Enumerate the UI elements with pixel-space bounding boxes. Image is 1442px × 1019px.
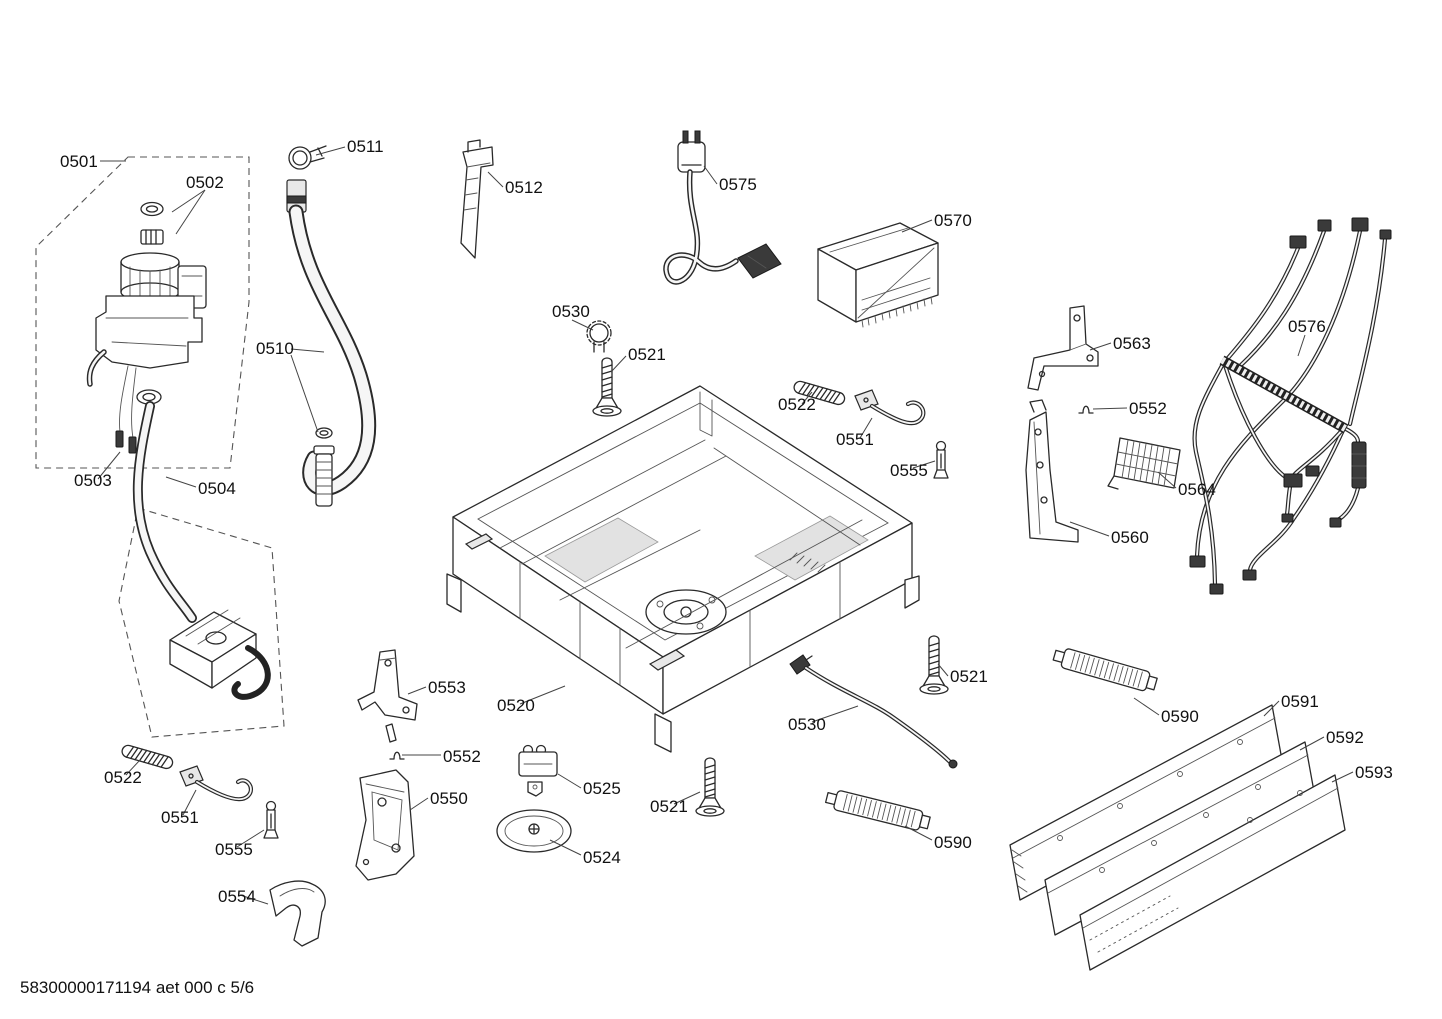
- part-0511-clamp: [288, 145, 327, 170]
- part-label-0524: 0524: [583, 848, 621, 867]
- part-0521-screw-bottom: [695, 757, 725, 817]
- part-label-0564: 0564: [1178, 480, 1216, 499]
- part-0520-base-pan: [446, 385, 920, 753]
- part-0552-grommet-left: [389, 751, 405, 760]
- part-label-0551-a: 0551: [836, 430, 874, 449]
- part-0551-switch-bottom: [179, 765, 254, 802]
- part-0552-grommet-right: [1078, 405, 1094, 414]
- part-0521-screw-right: [919, 635, 949, 695]
- part-label-0554: 0554: [218, 887, 256, 906]
- part-label-0510: 0510: [256, 339, 294, 358]
- part-aquastop-hose-pump: [138, 406, 271, 700]
- part-label-0575: 0575: [719, 175, 757, 194]
- part-0512-bracket: [460, 139, 494, 259]
- part-label-0592: 0592: [1326, 728, 1364, 747]
- part-label-0501: 0501: [60, 152, 98, 171]
- part-0576-wiring-harness: [1189, 217, 1392, 595]
- part-label-0520: 0520: [497, 696, 535, 715]
- part-label-0591: 0591: [1281, 692, 1319, 711]
- part-label-0525: 0525: [583, 779, 621, 798]
- part-0521-screw-top: [592, 357, 622, 417]
- part-0550-bracket: [355, 769, 415, 881]
- part-0551-switch-top: [854, 389, 926, 426]
- part-0510-hose: [286, 179, 369, 507]
- part-label-0570: 0570: [934, 211, 972, 230]
- part-0590-rail-right: [1051, 644, 1159, 695]
- part-0560-bracket: [1025, 399, 1079, 543]
- part-0555-latch-top: [933, 440, 949, 479]
- part-0530-cap: [586, 320, 612, 353]
- part-0525-switch: [518, 744, 558, 797]
- part-label-0590-b: 0590: [934, 833, 972, 852]
- leader-lines: [97, 146, 1354, 905]
- part-0553-bracket: [357, 649, 418, 743]
- part-0570-control-module: [817, 222, 939, 328]
- part-label-0576: 0576: [1288, 317, 1326, 336]
- part-label-0521-c: 0521: [650, 797, 688, 816]
- part-label-0521-a: 0521: [628, 345, 666, 364]
- part-0563-bracket: [1027, 305, 1099, 391]
- part-0555-latch-bottom: [263, 800, 279, 839]
- part-0522-spring-bottom: [120, 743, 175, 771]
- part-0554-bracket: [269, 880, 326, 947]
- part-label-0530-b: 0530: [788, 715, 826, 734]
- part-label-0503: 0503: [74, 471, 112, 490]
- part-label-0555-b: 0555: [215, 840, 253, 859]
- part-label-0551-b: 0551: [161, 808, 199, 827]
- part-0530-capillary: [789, 654, 958, 769]
- part-label-0563: 0563: [1113, 334, 1151, 353]
- part-label-0553: 0553: [428, 678, 466, 697]
- part-label-0522-b: 0522: [104, 768, 142, 787]
- part-0590-rail-bottom: [823, 787, 932, 834]
- part-label-0502: 0502: [186, 173, 224, 192]
- part-label-0512: 0512: [505, 178, 543, 197]
- part-label-0504: 0504: [198, 479, 236, 498]
- part-label-0552-a: 0552: [1129, 399, 1167, 418]
- part-label-0560: 0560: [1111, 528, 1149, 547]
- part-label-0590-a: 0590: [1161, 707, 1199, 726]
- part-0564-mesh-bracket: [1107, 437, 1181, 490]
- part-0575-power-cord: [666, 130, 782, 282]
- part-label-0593: 0593: [1355, 763, 1393, 782]
- part-label-0511: 0511: [347, 137, 384, 156]
- part-0593-panel: [1079, 774, 1346, 971]
- part-0524-disc: [496, 809, 572, 853]
- part-0501-enclosure: [35, 156, 285, 738]
- part-label-0555-a: 0555: [890, 461, 928, 480]
- doc-number: 58300000171194 aet 000 c 5/6: [20, 978, 255, 997]
- part-label-0550: 0550: [430, 789, 468, 808]
- part-label-0530-a: 0530: [552, 302, 590, 321]
- part-label-0521-b: 0521: [950, 667, 988, 686]
- part-aquastop-valve: [86, 201, 207, 454]
- part-label-0552-b: 0552: [443, 747, 481, 766]
- part-label-0522-a: 0522: [778, 395, 816, 414]
